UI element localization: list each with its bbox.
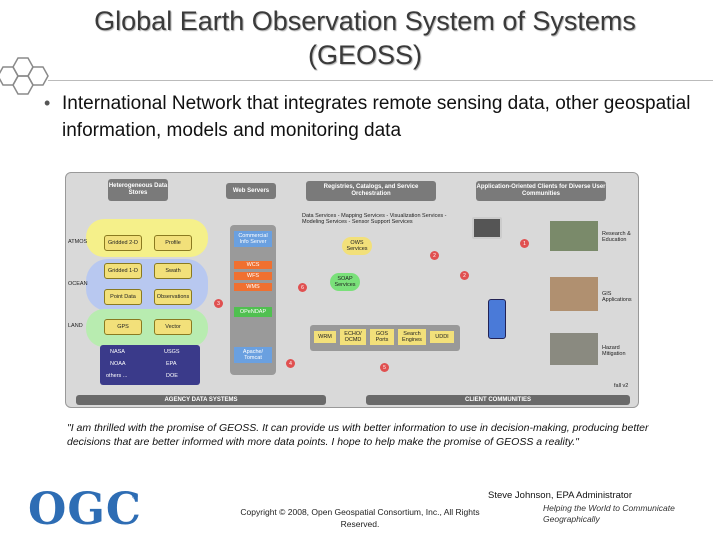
store-point-data: Point Data — [104, 289, 142, 305]
laptop-icon — [472, 217, 502, 239]
marker-6: 6 — [298, 283, 307, 292]
gis-image — [550, 277, 598, 311]
server-opendap: OPeNDAP — [234, 307, 272, 317]
header-data-stores: Heterogeneous Data Stores — [108, 179, 168, 201]
registry-uddi: UDDI — [430, 331, 454, 343]
server-wms: WMS — [234, 283, 272, 291]
title-line-2: (GEOSS) — [307, 40, 422, 70]
bullet-icon: • — [44, 93, 51, 113]
data-services-label: Data Services - Mapping Services - Visua… — [302, 213, 447, 225]
row-label-land: LAND — [68, 323, 83, 329]
store-swath: Swath — [154, 263, 192, 279]
marker-2a: 2 — [430, 251, 439, 260]
agency-nasa: NASA — [110, 349, 125, 355]
hexagon-decoration — [0, 57, 49, 95]
ogc-logo: OGC — [28, 484, 142, 535]
slide-title: Global Earth Observation System of Syste… — [20, 4, 710, 72]
client-hazard: Hazard Mitigation — [602, 345, 626, 357]
agency-others: others ... — [106, 373, 128, 379]
hazard-image — [550, 333, 598, 365]
marker-3: 3 — [214, 299, 223, 308]
title-line-1: Global Earth Observation System of Syste… — [94, 6, 636, 36]
agency-doe: DOE — [166, 373, 178, 379]
marker-2b: 2 — [460, 271, 469, 280]
server-apache: Apache/ Tomcat — [234, 347, 272, 363]
registry-soap: SOAP Services — [330, 273, 360, 291]
geoss-architecture-diagram: Heterogeneous Data Stores Web Servers Re… — [65, 172, 639, 408]
registry-ows: OWS Services — [342, 237, 372, 255]
footer-agency-systems: AGENCY DATA SYSTEMS — [76, 395, 326, 405]
store-gridded-2d: Gridded 2-D — [104, 235, 142, 251]
copyright-notice: Copyright © 2008, Open Geospatial Consor… — [240, 507, 480, 529]
server-wfs: WFS — [234, 272, 272, 280]
row-label-ocean: OCEAN — [68, 281, 88, 287]
title-underline — [48, 80, 713, 81]
header-registries: Registries, Catalogs, and Service Orches… — [306, 181, 436, 201]
pda-icon — [488, 299, 506, 339]
store-vector: Vector — [154, 319, 192, 335]
store-profile: Profile — [154, 235, 192, 251]
footer-client-communities: CLIENT COMMUNITIES — [366, 395, 630, 405]
client-gis: GIS Applications — [602, 291, 632, 303]
store-gps: GPS — [104, 319, 142, 335]
marker-1: 1 — [520, 239, 529, 248]
quote-attribution: Steve Johnson, EPA Administrator — [488, 490, 632, 501]
agency-noaa: NOAA — [110, 361, 126, 367]
marker-5: 5 — [380, 363, 389, 372]
header-clients: Application-Oriented Clients for Diverse… — [476, 181, 606, 201]
registry-gos: GOS Ports — [370, 329, 394, 345]
bullet-text: International Network that integrates re… — [62, 93, 691, 141]
store-observations: Observations — [154, 289, 192, 305]
research-image — [550, 221, 598, 251]
ogc-registered-mark: ® — [132, 492, 138, 501]
row-label-atmos: ATMOS — [68, 239, 88, 245]
agency-usgs: USGS — [164, 349, 180, 355]
server-commercial: Commercial Info Server — [234, 231, 272, 247]
agency-epa: EPA — [166, 361, 177, 367]
registry-echo: ECHO/ OCMD — [340, 329, 366, 345]
marker-4: 4 — [286, 359, 295, 368]
registry-search: Search Engines — [398, 329, 426, 345]
agency-grid — [100, 345, 200, 385]
header-web-servers: Web Servers — [226, 183, 276, 199]
registry-wrm: WRM — [314, 331, 336, 343]
client-research: Research & Education — [602, 231, 631, 243]
server-wcs: WCS — [234, 261, 272, 269]
ogc-tagline: Helping the World to Communicate Geograp… — [543, 503, 675, 524]
diagram-version: fall v2 — [614, 383, 629, 389]
quote-text: "I am thrilled with the promise of GEOSS… — [67, 422, 649, 448]
store-gridded-1d: Gridded 1-D — [104, 263, 142, 279]
